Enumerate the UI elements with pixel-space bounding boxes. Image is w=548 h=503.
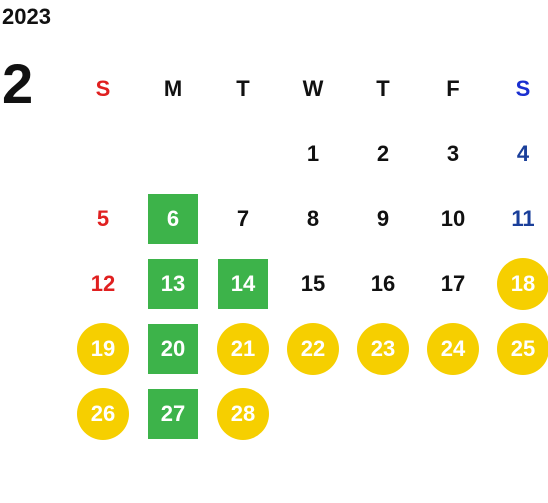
day-cell[interactable]: 22 — [278, 316, 348, 381]
day-cell[interactable]: 18 — [488, 251, 548, 316]
day-number: 24 — [440, 335, 466, 361]
day-cell[interactable]: 26 — [68, 381, 138, 446]
day-cell[interactable]: 5 — [68, 186, 138, 251]
year-label: 2023 — [2, 4, 51, 29]
weekday-header: M — [163, 75, 183, 101]
day-number: 5 — [96, 205, 110, 231]
weekday-header: W — [302, 75, 324, 101]
day-number: 6 — [166, 205, 180, 231]
day-cell[interactable]: 24 — [418, 316, 488, 381]
day-number: 21 — [230, 335, 256, 361]
weekday-header: S — [515, 75, 531, 101]
weekday-header: T — [236, 75, 250, 101]
day-cell[interactable]: 10 — [418, 186, 488, 251]
day-cell[interactable]: 7 — [208, 186, 278, 251]
day-cell[interactable]: 21 — [208, 316, 278, 381]
day-number: 13 — [160, 270, 186, 296]
day-number: 28 — [230, 400, 256, 426]
day-number: 26 — [90, 400, 116, 426]
day-number: 2 — [376, 140, 390, 166]
day-cell[interactable]: 8 — [278, 186, 348, 251]
day-cell[interactable]: 14 — [208, 251, 278, 316]
day-number: 25 — [510, 335, 536, 361]
day-cell[interactable]: 12 — [68, 251, 138, 316]
weekday-header: F — [446, 75, 460, 101]
day-number: 12 — [90, 270, 116, 296]
day-cell[interactable]: 11 — [488, 186, 548, 251]
day-cell[interactable]: 2 — [348, 121, 418, 186]
day-number: 11 — [511, 205, 535, 231]
day-cell[interactable]: 16 — [348, 251, 418, 316]
day-cell[interactable]: 19 — [68, 316, 138, 381]
day-cell[interactable]: 15 — [278, 251, 348, 316]
day-cell[interactable]: 9 — [348, 186, 418, 251]
day-number: 14 — [230, 270, 256, 296]
day-cell[interactable]: 1 — [278, 121, 348, 186]
day-cell[interactable]: 13 — [138, 251, 208, 316]
day-number: 20 — [160, 335, 186, 361]
day-cell[interactable]: 4 — [488, 121, 548, 186]
month-number: 2 — [2, 52, 34, 115]
weekday-header: S — [95, 75, 111, 101]
day-number: 16 — [370, 270, 396, 296]
day-cell[interactable]: 25 — [488, 316, 548, 381]
day-cell[interactable]: 28 — [208, 381, 278, 446]
day-number: 22 — [300, 335, 326, 361]
day-number: 1 — [306, 140, 320, 166]
day-number: 9 — [376, 205, 390, 231]
day-cell[interactable]: 17 — [418, 251, 488, 316]
day-number: 8 — [306, 205, 320, 231]
day-number: 3 — [446, 140, 460, 166]
day-number: 27 — [160, 400, 186, 426]
empty-cell — [208, 121, 278, 186]
weekday-header: T — [376, 75, 390, 101]
day-number: 10 — [440, 205, 466, 231]
day-number: 15 — [300, 270, 326, 296]
day-cell[interactable]: 6 — [138, 186, 208, 251]
day-cell[interactable]: 3 — [418, 121, 488, 186]
empty-cell — [68, 121, 138, 186]
day-number: 17 — [440, 270, 466, 296]
empty-cell — [138, 121, 208, 186]
day-number: 18 — [510, 270, 536, 296]
day-number: 4 — [516, 140, 530, 166]
day-number: 7 — [236, 205, 250, 231]
day-number: 19 — [90, 335, 116, 361]
day-number: 23 — [370, 335, 396, 361]
day-cell[interactable]: 27 — [138, 381, 208, 446]
day-cell[interactable]: 20 — [138, 316, 208, 381]
day-cell[interactable]: 23 — [348, 316, 418, 381]
